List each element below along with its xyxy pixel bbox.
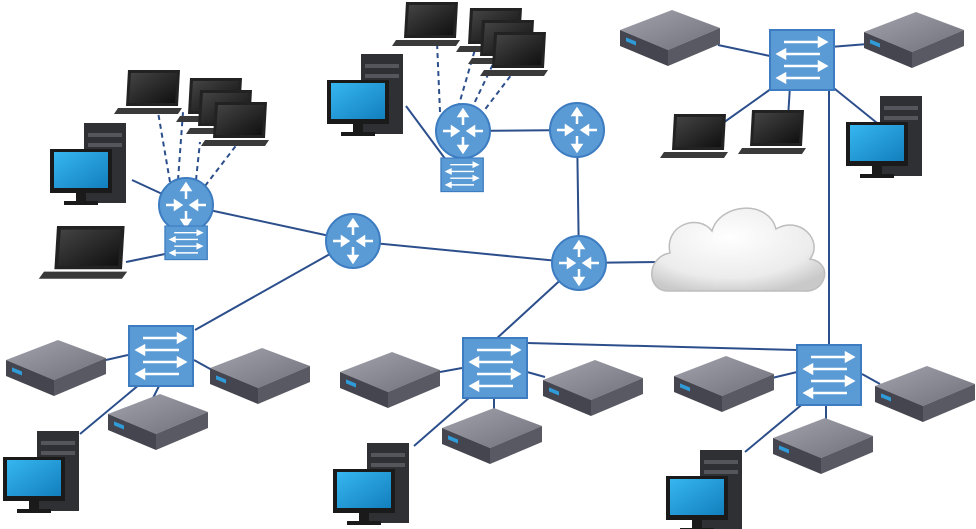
router-icon[interactable]: [324, 212, 382, 270]
router-icon[interactable]: [434, 102, 492, 160]
laptop-icon[interactable]: [114, 70, 182, 114]
router-icon[interactable]: [550, 234, 608, 292]
switch-icon[interactable]: [768, 28, 836, 92]
desktop-computer-icon[interactable]: [333, 443, 409, 525]
server-icon[interactable]: [773, 418, 873, 474]
server-icon[interactable]: [210, 348, 310, 404]
server-icon[interactable]: [875, 366, 975, 422]
server-icon[interactable]: [620, 10, 720, 66]
laptop-icon[interactable]: [660, 114, 728, 158]
laptop-icon[interactable]: [38, 226, 128, 279]
laptop-icon[interactable]: [738, 110, 806, 154]
laptop-icon[interactable]: [392, 2, 460, 46]
desktop-computer-icon[interactable]: [327, 54, 403, 136]
router-icon[interactable]: [157, 176, 215, 234]
switch-icon[interactable]: [795, 343, 863, 407]
server-icon[interactable]: [674, 356, 774, 412]
server-icon[interactable]: [108, 394, 208, 450]
desktop-computer-icon[interactable]: [3, 431, 79, 513]
server-icon[interactable]: [442, 408, 542, 464]
wireless-links: [157, 41, 513, 187]
server-icon[interactable]: [6, 340, 106, 396]
server-icon[interactable]: [543, 360, 643, 416]
desktop-computer-icon[interactable]: [50, 123, 126, 205]
switch-icon[interactable]: [164, 225, 209, 261]
internet-cloud-icon: [651, 207, 826, 292]
switch-icon[interactable]: [440, 157, 485, 193]
server-icon[interactable]: [340, 352, 440, 408]
switch-icon[interactable]: [461, 336, 529, 400]
switch-icon[interactable]: [127, 324, 195, 388]
server-icon[interactable]: [864, 12, 964, 68]
desktop-computer-icon[interactable]: [666, 450, 742, 529]
router-icon[interactable]: [548, 101, 606, 159]
